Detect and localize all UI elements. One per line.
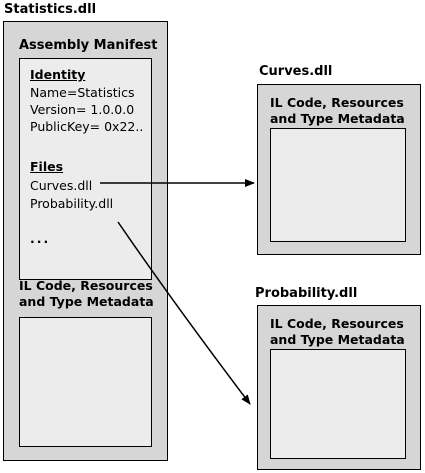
manifest-box: Identity Name=Statistics Version= 1.0.0.… bbox=[19, 58, 152, 280]
manifest-title: Assembly Manifest bbox=[19, 38, 158, 53]
curves-il-line1: IL Code, Resources bbox=[270, 95, 404, 110]
probability-il-box bbox=[270, 349, 406, 459]
identity-public-key: PublicKey= 0x22.. bbox=[30, 119, 144, 134]
probability-file-name: Probability.dll bbox=[255, 286, 358, 301]
curves-il-line2: and Type Metadata bbox=[270, 111, 405, 126]
main-assembly-box: Assembly Manifest Identity Name=Statisti… bbox=[3, 21, 168, 461]
curves-il-box bbox=[270, 128, 406, 242]
files-heading: Files bbox=[30, 159, 64, 174]
curves-file-name: Curves.dll bbox=[259, 64, 333, 79]
main-il-box bbox=[19, 317, 152, 447]
identity-version: Version= 1.0.0.0 bbox=[30, 102, 135, 117]
main-assembly-file-name: Statistics.dll bbox=[4, 2, 97, 17]
file-item-probability: Probability.dll bbox=[30, 196, 114, 211]
identity-name: Name=Statistics bbox=[30, 85, 135, 100]
main-il-line1: IL Code, Resources bbox=[19, 278, 153, 293]
main-il-line2: and Type Metadata bbox=[19, 294, 154, 309]
file-item-curves: Curves.dll bbox=[30, 178, 93, 193]
identity-heading: Identity bbox=[30, 67, 86, 82]
probability-il-line2: and Type Metadata bbox=[270, 332, 405, 347]
probability-il-line1: IL Code, Resources bbox=[270, 316, 404, 331]
files-more: ... bbox=[30, 231, 51, 246]
curves-module-box: IL Code, Resources and Type Metadata bbox=[257, 84, 421, 255]
probability-module-box: IL Code, Resources and Type Metadata bbox=[257, 305, 421, 470]
